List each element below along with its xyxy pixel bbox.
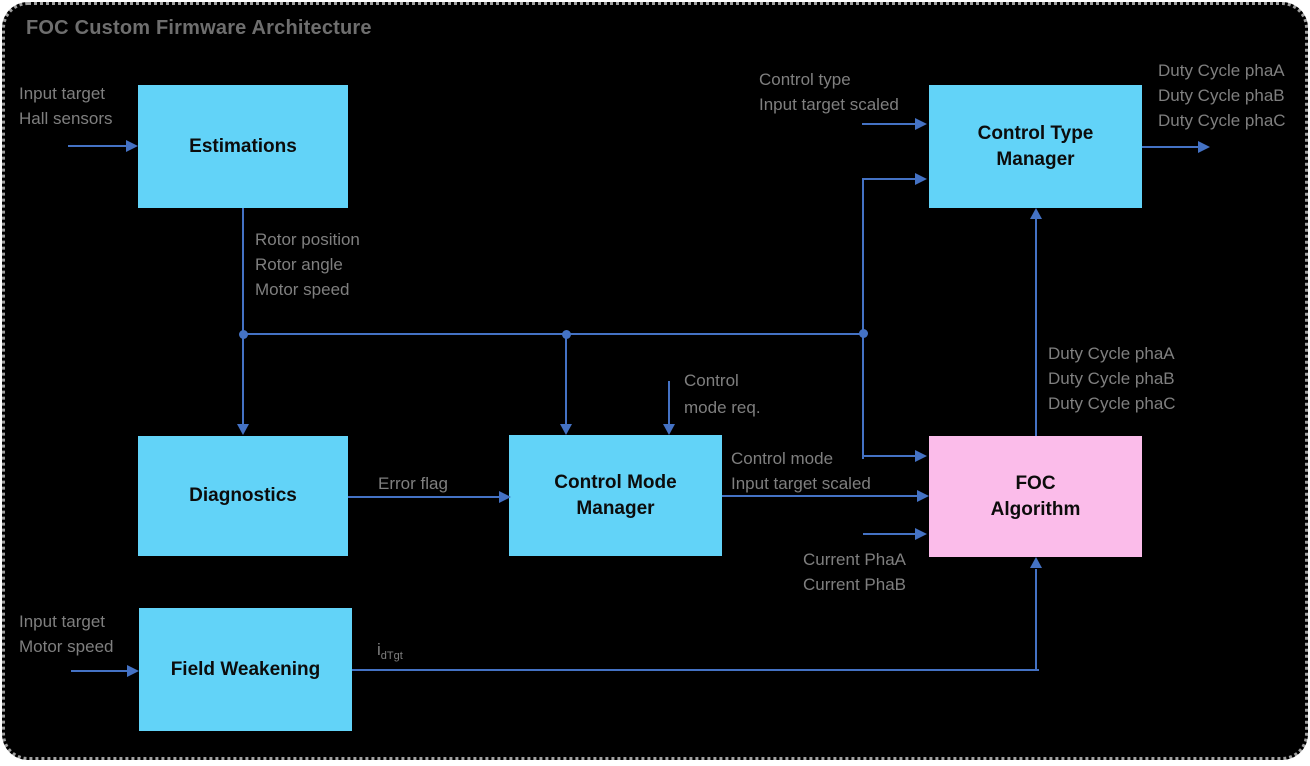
label-control-mode-request: Control mode req. xyxy=(684,371,761,417)
connector-fw-to-foc-horizontal xyxy=(352,669,1039,671)
box-estimations: Estimations xyxy=(138,85,348,208)
label-cmm-outputs: Control mode Input target scaled xyxy=(731,449,871,493)
label-idtgt-sub: dTgt xyxy=(380,650,403,662)
arrow-control-type-output xyxy=(1142,146,1200,148)
arrow-control-type-input xyxy=(862,123,917,125)
connector-bus-to-foc-algorithm xyxy=(862,455,917,457)
connector-bus-to-control-mode-manager xyxy=(565,334,567,425)
arrow-currents-to-foc xyxy=(863,533,917,535)
arrowhead-input-to-estimations xyxy=(126,140,138,152)
label-estimations-outputs: Rotor position Rotor angle Motor speed xyxy=(255,230,360,299)
arrow-input-to-field-weakening xyxy=(71,670,129,672)
arrowhead-cmm-to-foc xyxy=(917,490,929,502)
arrowhead-control-mode-request xyxy=(663,424,675,435)
connector-bus-riser xyxy=(862,179,864,459)
junction-dot xyxy=(239,330,248,339)
box-foc-algorithm: FOC Algorithm xyxy=(929,436,1142,557)
label-foc-duty-outputs: Duty Cycle phaA Duty Cycle phaB Duty Cyc… xyxy=(1048,344,1176,413)
connector-foc-to-control-type xyxy=(1035,219,1037,436)
box-field-weakening: Field Weakening xyxy=(139,608,352,731)
arrow-input-to-estimations xyxy=(68,145,128,147)
connector-fw-to-foc-vertical xyxy=(1035,569,1037,670)
label-field-weakening-inputs: Input target Motor speed xyxy=(19,612,114,656)
arrowhead-control-type-input xyxy=(915,118,927,130)
page-title: FOC Custom Firmware Architecture xyxy=(26,17,372,39)
arrow-cmm-to-foc xyxy=(722,495,919,497)
arrowhead-foc-to-control-type xyxy=(1030,208,1042,219)
box-diagnostics: Diagnostics xyxy=(138,436,348,556)
box-control-type-manager: Control Type Manager xyxy=(929,85,1142,208)
arrowhead-fw-to-foc xyxy=(1030,557,1042,568)
connector-estimations-to-diagnostics xyxy=(242,208,244,425)
box-control-mode-manager: Control Mode Manager xyxy=(509,435,722,556)
label-error-flag: Error flag xyxy=(378,474,448,493)
arrowhead-control-type-output xyxy=(1198,141,1210,153)
arrowhead-to-diagnostics xyxy=(237,424,249,435)
arrowhead-to-control-type-manager xyxy=(915,173,927,185)
arrowhead-currents-to-foc xyxy=(915,528,927,540)
label-control-type-inputs: Control type Input target scaled xyxy=(759,70,899,114)
junction-dot xyxy=(562,330,571,339)
arrowhead-input-to-field-weakening xyxy=(127,665,139,677)
junction-dot xyxy=(859,329,868,338)
arrowhead-diagnostics-to-cmm xyxy=(499,491,511,503)
arrow-control-mode-request xyxy=(668,381,670,424)
label-estimations-inputs: Input target Hall sensors xyxy=(19,84,113,128)
label-idtgt: idTgt xyxy=(377,637,403,669)
arrow-diagnostics-to-cmm xyxy=(348,496,501,498)
label-current-inputs: Current PhaA Current PhaB xyxy=(803,550,906,594)
arrowhead-bus-to-foc xyxy=(915,450,927,462)
connector-bus-horizontal xyxy=(242,333,866,335)
label-idtgt-base: i xyxy=(377,640,381,659)
label-control-type-outputs: Duty Cycle phaA Duty Cycle phaB Duty Cyc… xyxy=(1158,61,1286,130)
connector-bus-to-control-type-manager xyxy=(862,178,917,180)
arrowhead-to-control-mode-manager xyxy=(560,424,572,435)
